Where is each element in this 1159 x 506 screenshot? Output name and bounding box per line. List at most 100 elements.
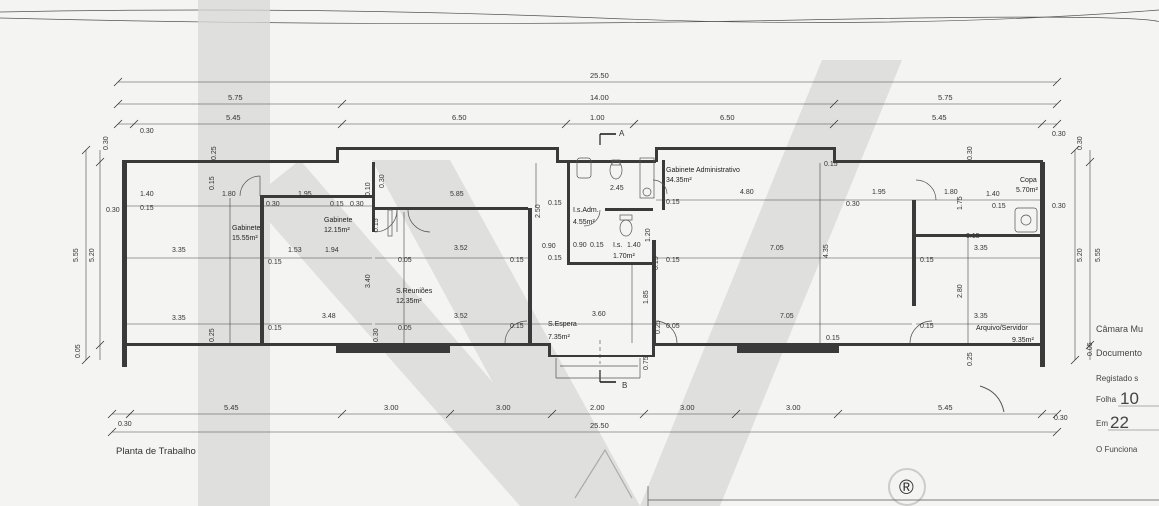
idim: 0.90 [542,243,556,250]
idim: 3.35 [974,313,988,320]
idim: 0.15 [992,203,1006,210]
dim-top-left: 5.75 [228,93,243,102]
idim: 0.15 [548,255,562,262]
room-is-area: 1.70m² [613,253,635,260]
idim: 0.15 [666,199,680,206]
dim-bottom-1: 5.45 [224,403,239,412]
idim: 0.25 [655,320,662,334]
stamp-line-funcionario: O Funciona [1096,445,1138,454]
idim: 3.35 [974,245,988,252]
dim-right-top-edge: 0.30 [1077,136,1084,150]
idim: 0.05 [398,257,412,264]
dim-bottom-7: 5.45 [938,403,953,412]
bottom-scraps [647,486,1159,506]
idim: 0.15 [268,325,282,332]
idim: 1.20 [645,228,652,242]
dim-bottom-3: 3.00 [496,403,511,412]
room-gabinete-1-area: 15.55m² [232,235,258,242]
room-espera-area: 7.35m² [548,334,570,341]
dim-bottom-edge-right: 0.30 [1054,415,1068,422]
dim-seg-1: 5.45 [226,113,241,122]
idim: 0.15 [653,256,660,270]
idim: 0.30 [373,328,380,342]
idim: 3.40 [365,274,372,288]
side-dimensions [81,145,1095,365]
idim: 0.05 [666,323,680,330]
room-gab-adm-area: 34.35m² [666,177,692,184]
room-gabinete-2-name: Gabinete [324,217,353,224]
dim-top-right: 5.75 [938,93,953,102]
idim: 1.85 [643,290,650,304]
dim-bottom-total: 25.50 [590,421,609,430]
dim-left-edge: 0.30 [106,207,120,214]
dim-right-edge: 0.30 [1052,203,1066,210]
idim: 0.30 [379,174,386,188]
idim: 1.95 [872,189,886,196]
stamp-folha-handwritten: 10 [1120,389,1139,408]
idim: 1.40 [140,191,154,198]
dim-bottom-2: 3.00 [384,403,399,412]
idim: 0.25 [209,328,216,342]
dim-left-top-edge: 0.30 [103,136,110,150]
idim: 0.15 [510,323,524,330]
room-gab-adm-name: Gabinete Administrativo [666,167,740,174]
idim: 1.80 [944,189,958,196]
idim: 1.53 [288,247,302,254]
idim: 0.15 [268,259,282,266]
dim-bottom-6: 3.00 [786,403,801,412]
room-is-adm-area: 4.55m² [573,219,595,226]
dim-right-inner: 5.20 [1077,248,1084,262]
section-mark-b [599,340,616,383]
idim: 0.10 [365,182,372,196]
idim: 0.15 [510,257,524,264]
room-arquivo-name: Arquivo/Servidor [976,325,1028,332]
idim: 0.15 [140,205,154,212]
idim: 7.05 [780,313,794,320]
room-arquivo-area: 9.35m² [1012,337,1034,344]
watermark-triangle [574,448,633,499]
stamp-line-camara: Câmara Mu [1096,324,1143,334]
dim-edge-tl: 0.30 [140,128,154,135]
top-dimensions [113,77,1062,129]
idim: 3.35 [172,247,186,254]
idim: 3.52 [454,245,468,252]
idim: 2.50 [535,204,542,218]
dim-bottom-edge-left: 0.30 [118,421,132,428]
idim: 1.75 [957,196,964,210]
idim: 4.35 [823,244,830,258]
idim: 3.48 [322,313,336,320]
idim: 0.15 [209,176,216,190]
bottom-dimensions [107,409,1062,437]
idim: 1.40 [627,242,641,249]
watermark [198,0,902,506]
idim: 0.30 [846,201,860,208]
section-label-a: A [619,129,625,138]
idim: 0.15 [966,233,980,240]
idim: 0.15 [330,201,344,208]
dim-seg-5: 5.45 [932,113,947,122]
registration-stamp: Câmara Mu Documento Registado s Folha 10… [979,324,1159,454]
idim: 0.25 [967,352,974,366]
idim: 0.75 [643,356,650,370]
idim: 7.05 [770,245,784,252]
room-is-name: I.s. [613,242,622,249]
dim-left-outer: 5.55 [73,248,80,262]
room-is-adm-name: I.s.Adm. [573,207,599,214]
paper-edge [0,9,1159,26]
idim: 0.15 [666,257,680,264]
stamp-line-documento: Documento [1096,348,1142,358]
idim: 0.15 [826,335,840,342]
stamp-em-handwritten: 22 [1110,413,1129,432]
idim: 0.05 [398,325,412,332]
idim: 0.15 [373,218,380,232]
dim-seg-2: 6.50 [452,113,467,122]
idim: 3.35 [172,315,186,322]
idim: 5.85 [450,191,464,198]
registered-mark: ® [899,477,914,499]
room-espera-name: S.Espera [548,321,577,328]
section-label-b: B [622,381,627,390]
walls [122,147,1045,367]
dim-edge-tr: 0.30 [1052,131,1066,138]
idim: 0.15 [920,257,934,264]
